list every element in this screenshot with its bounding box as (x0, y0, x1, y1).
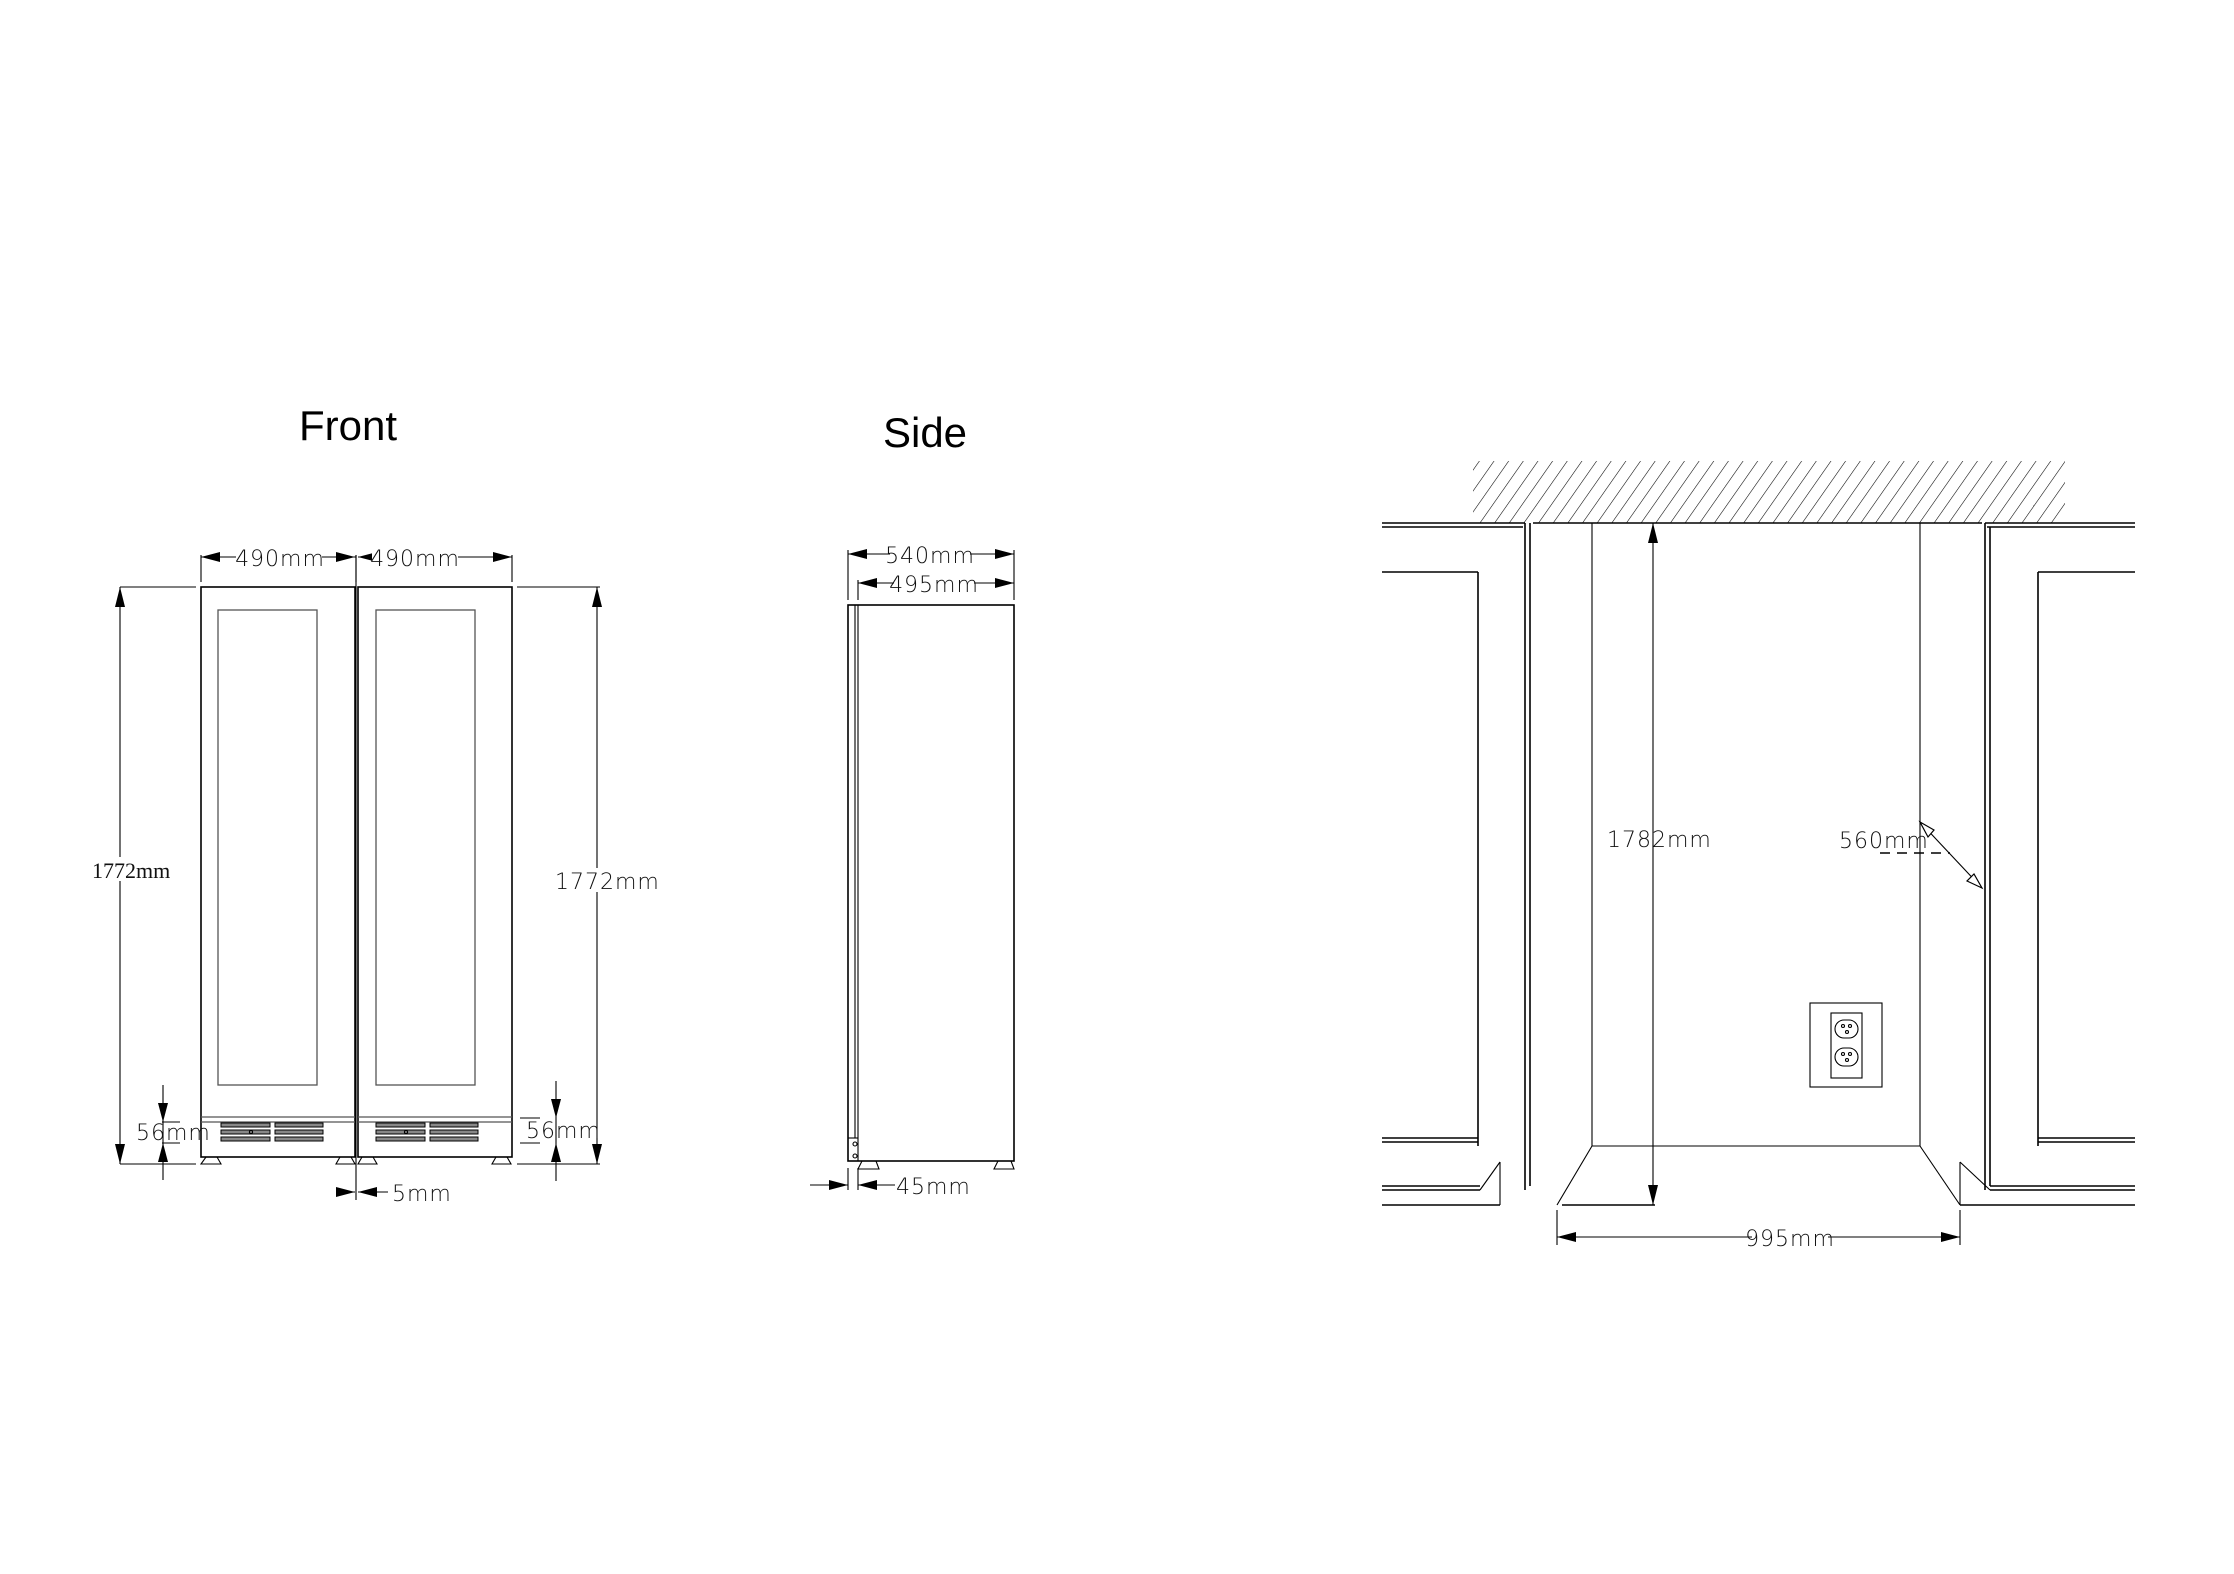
front-width-dimensions: 490mm 490mm (200, 545, 513, 582)
front-base-left-dimension: 56mm (136, 1085, 211, 1180)
front-base-right-dimension: 56mm (520, 1081, 601, 1181)
side-cabinet (847, 604, 1015, 1170)
niche-width-dimension: 995mm (1556, 1210, 1961, 1252)
right-cabinetry (1959, 522, 2135, 1206)
front-gap-dimension: 5mm (336, 1182, 452, 1207)
installation-view: 1782mm 560mm (1382, 461, 2135, 1252)
front-height-left-label: 1772mm (92, 858, 170, 883)
front-base-left-label: 56mm (136, 1121, 211, 1146)
side-door-offset-dimension: 45mm (810, 1168, 971, 1200)
side-view: Side 540mm 495mm (810, 409, 1015, 1200)
front-title: Front (299, 402, 397, 449)
ceiling-hatch (1473, 461, 2065, 523)
left-cabinetry (1382, 522, 1531, 1206)
front-height-right-label: 1772mm (555, 870, 660, 895)
door-swing-dimension: 560mm (1839, 820, 1984, 890)
side-depth-total-label: 540mm (885, 544, 975, 569)
left-cabinet (199, 586, 356, 1165)
door-swing-label: 560mm (1839, 829, 1929, 854)
side-door-offset-label: 45mm (896, 1175, 971, 1200)
power-outlet-icon (1809, 1002, 1883, 1088)
front-width-left-label: 490mm (235, 547, 325, 572)
front-width-right-label: 490mm (370, 547, 460, 572)
niche-height-label: 1782mm (1607, 828, 1712, 853)
side-depth-dimensions: 540mm 495mm (847, 542, 1015, 600)
niche-width-label: 995mm (1745, 1227, 1835, 1252)
side-depth-cabinet-label: 495mm (889, 573, 979, 598)
front-height-right-dimension: 1772mm (517, 586, 660, 1165)
right-cabinet (357, 586, 513, 1165)
front-base-right-label: 56mm (526, 1119, 601, 1144)
front-gap-label: 5mm (392, 1182, 452, 1207)
side-title: Side (883, 409, 967, 456)
front-height-left-dimension: 1772mm (90, 586, 196, 1165)
niche (1533, 522, 1982, 1206)
front-view: Front 490mm 490mm (90, 402, 660, 1207)
niche-height-dimension: 1782mm (1605, 523, 1712, 1205)
